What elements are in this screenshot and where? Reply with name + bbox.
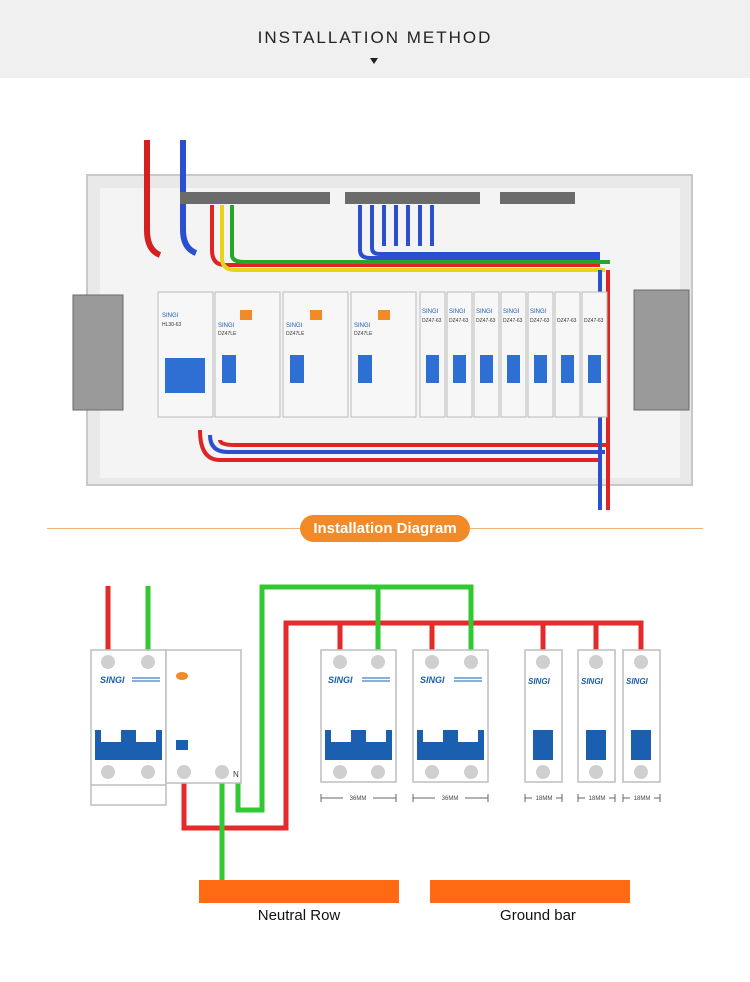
header-banner: INSTALLATION METHOD — [0, 0, 750, 78]
brand-label: SINGI — [581, 677, 604, 686]
breaker-18mm-3: SINGI — [622, 649, 661, 783]
photo-model-label: DZ47-63 — [530, 318, 550, 324]
width-label: 18MM — [536, 796, 553, 802]
photo-model-label: HL30-63 — [162, 322, 181, 328]
brand-label: SINGI — [420, 675, 445, 685]
photo-brand-label: SINGI — [476, 309, 493, 315]
photo-brand-label: SINGI — [354, 323, 371, 329]
wiring-diagram: SINGI N SINGI SINGI — [90, 584, 661, 903]
photo-brand-label: SINGI — [422, 309, 439, 315]
breaker-36mm-1: SINGI — [320, 649, 397, 783]
brand-label: SINGI — [626, 677, 649, 686]
ground-bar — [430, 880, 630, 903]
breaker-36mm-2: SINGI — [412, 649, 489, 783]
brand-label: SINGI — [328, 675, 353, 685]
photo-brand-label: SINGI — [162, 313, 179, 319]
section-divider-right — [468, 528, 703, 529]
arrow-down-icon — [370, 58, 378, 64]
neutral-row-bar — [199, 880, 399, 903]
photo-model-label: DZ47-63 — [449, 318, 469, 324]
section-title-pill: Installation Diagram — [300, 515, 470, 542]
breaker-18mm-2: SINGI — [577, 649, 616, 783]
neutral-marker: N — [233, 770, 239, 779]
photo-brand-label: SINGI — [218, 323, 235, 329]
photo-model-label: DZ47-63 — [503, 318, 523, 324]
neutral-row-label: Neutral Row — [257, 907, 341, 924]
photo-brand-label: SINGI — [503, 309, 520, 315]
breaker-18mm-1: SINGI — [524, 649, 563, 783]
width-label: 18MM — [634, 796, 651, 802]
photo-brand-label: SINGI — [449, 309, 466, 315]
distribution-box-photo: SINGI SINGI SINGI SINGI SINGI SINGI SING… — [72, 140, 693, 510]
page-title: INSTALLATION METHOD — [257, 28, 493, 47]
rcd-module: N — [165, 649, 242, 784]
brand-label: SINGI — [528, 677, 551, 686]
photo-model-label: DZ47LE — [218, 331, 237, 337]
photo-brand-label: SINGI — [286, 323, 303, 329]
ground-bar-label: Ground bar — [500, 907, 576, 924]
main-breaker: SINGI — [90, 649, 167, 806]
width-label: 36MM — [350, 796, 367, 802]
photo-model-label: DZ47-63 — [584, 318, 604, 324]
width-label: 18MM — [589, 796, 606, 802]
photo-model-label: DZ47-63 — [422, 318, 442, 324]
photo-brand-label: SINGI — [530, 309, 547, 315]
neutral-bus-wire — [235, 584, 474, 813]
live-bus-wire — [181, 620, 644, 831]
photo-model-label: DZ47LE — [354, 331, 373, 337]
photo-model-label: DZ47-63 — [476, 318, 496, 324]
brand-label: SINGI — [100, 675, 125, 685]
photo-model-label: DZ47LE — [286, 331, 305, 337]
width-label: 36MM — [442, 796, 459, 802]
section-divider-left — [47, 528, 302, 529]
live-branch-wires — [337, 623, 599, 652]
photo-model-label: DZ47-63 — [557, 318, 577, 324]
